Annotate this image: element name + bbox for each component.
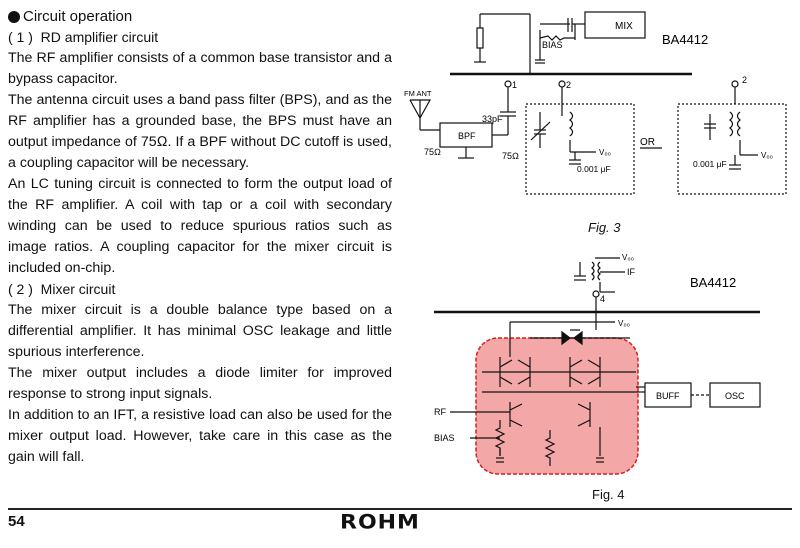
paragraph-6: In addition to an IFT, a resistive load … [8, 407, 392, 465]
ohm-out-label: 75Ω [502, 151, 519, 161]
cap-1-label: 0.001 μF [577, 164, 611, 174]
ohm-in-label: 75Ω [424, 147, 441, 157]
paragraph-2: The antenna circuit uses a band pass fil… [8, 92, 392, 171]
pin-2-label: 2 [566, 80, 571, 90]
subsection-mixer: ( 2 ) Mixer circuit [8, 281, 116, 297]
vcc-mid-label: V₀₀ [618, 319, 630, 328]
fig3-bias-label: BIAS [542, 40, 563, 50]
mix-label: MIX [615, 21, 633, 32]
page-number: 54 [8, 513, 25, 530]
cap-2-label: 0.001 μF [693, 159, 727, 169]
fm-ant-label: FM ANT [404, 89, 432, 98]
pin-1-label: 1 [512, 80, 517, 90]
rf-label: RF [434, 407, 446, 417]
bullet-icon [8, 10, 20, 23]
subsection-rf: ( 1 ) RD amplifier circuit [8, 29, 159, 45]
paragraph-5: The mixer output includes a diode limite… [8, 365, 392, 402]
buff-label: BUFF [656, 391, 680, 401]
fig4-bias-label: BIAS [434, 433, 455, 443]
figure-3-diagram: MIX BA4412 BIAS 1 2 2 FM ANT BPF 75Ω 75Ω… [404, 11, 787, 195]
fig4-chip-label: BA4412 [690, 275, 736, 290]
bpf-label: BPF [458, 131, 476, 141]
paragraph-3: An LC tuning circuit is connected to for… [8, 176, 392, 276]
paragraph-1: The RF amplifier consists of a common ba… [8, 50, 392, 87]
footer-rule [8, 508, 792, 510]
pin-4-label: 4 [600, 294, 605, 304]
paragraph-4: The mixer circuit is a double balance ty… [8, 302, 392, 360]
if-label: IF [627, 267, 636, 277]
figure-4-diagram: V₀₀ IF 4 BA4412 V₀₀ RF BIAS BUFF OSC [434, 253, 761, 475]
fig3-caption: Fig. 3 [588, 220, 621, 235]
vcc-top-label: V₀₀ [622, 253, 634, 262]
section-heading: Circuit operation [8, 6, 392, 27]
rohm-logo: ROHM [340, 511, 420, 534]
osc-label: OSC [725, 391, 745, 401]
fig3-chip-label: BA4412 [662, 32, 708, 47]
or-label: OR [640, 137, 655, 148]
section-title: Circuit operation [23, 8, 133, 25]
text-column: Circuit operation ( 1 ) RD amplifier cir… [8, 6, 392, 468]
cap-33pf-label: 33pF [482, 114, 503, 124]
pin-2b-label: 2 [742, 75, 747, 85]
fig4-caption: Fig. 4 [592, 487, 625, 502]
vcc-2-label: V₀₀ [761, 151, 773, 160]
vcc-1-label: V₀₀ [599, 148, 611, 157]
